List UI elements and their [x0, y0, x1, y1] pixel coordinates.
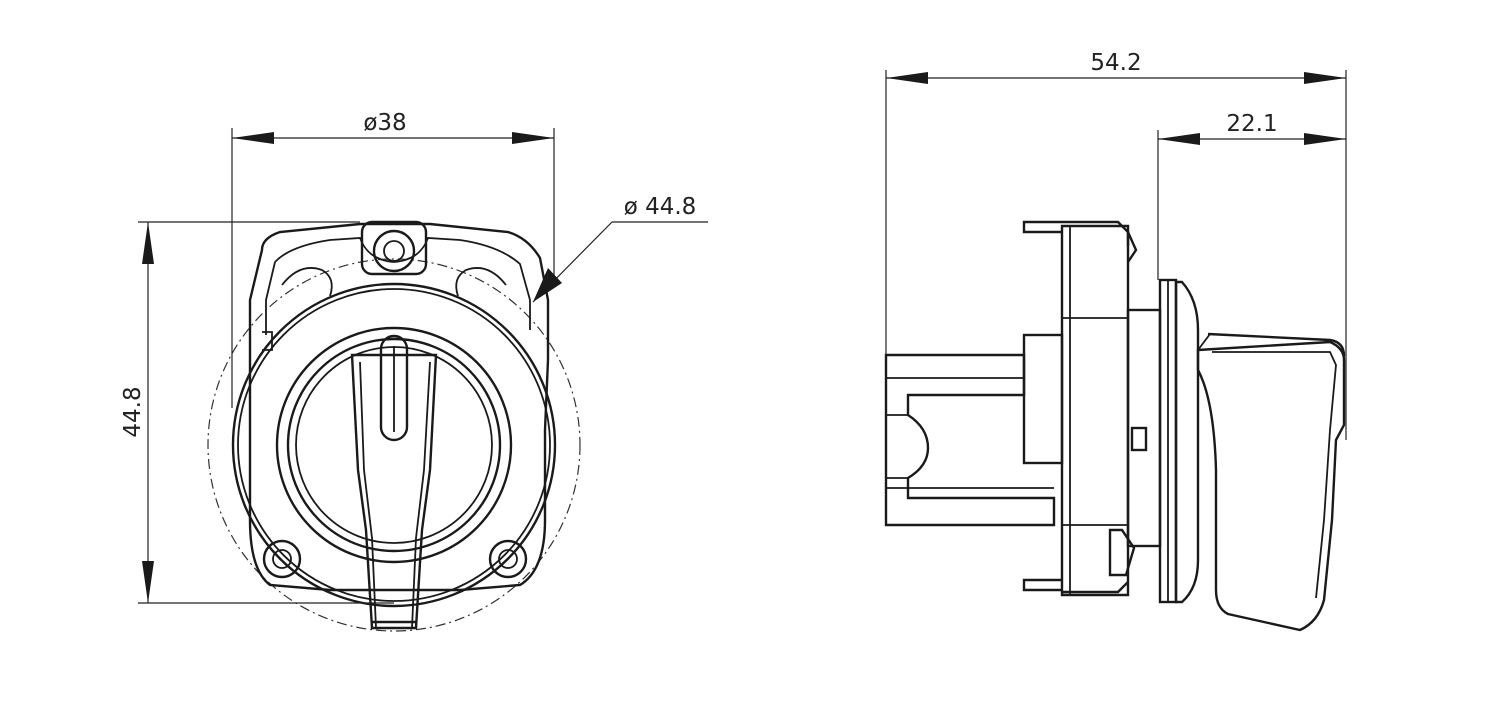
knob-lever	[350, 353, 438, 630]
housing-scallop-right	[455, 267, 507, 297]
overall-length-dimension: 54.2	[1090, 50, 1141, 76]
bottom-lug-left-inner	[272, 549, 292, 569]
width-dimension: ø38	[363, 110, 406, 136]
height-dimension: 44.8	[120, 386, 146, 437]
knob-body	[1196, 340, 1346, 632]
front-bezel	[1174, 280, 1200, 604]
bezel-outer-ring-2	[237, 288, 551, 602]
top-mount-tab-right	[1062, 220, 1130, 246]
depth-dim-arrow-right	[1304, 133, 1346, 145]
knob-indicator-slot	[379, 334, 409, 442]
height-dim-arrow-top	[142, 222, 154, 264]
top-screw-outer	[372, 229, 416, 273]
top-screw-boss	[360, 220, 428, 276]
bottom-lug-right	[488, 539, 528, 579]
width-dim-arrow-right	[512, 132, 554, 144]
front-view: 44.8 ø38 ø 44.8	[120, 110, 708, 632]
connector-stem-nub	[1130, 426, 1148, 452]
knob-top	[1207, 332, 1346, 357]
bottom-lug-right-inner	[498, 549, 518, 569]
length-dim-arrow-right	[1304, 72, 1346, 84]
latch-clip-bottom	[1108, 528, 1136, 577]
knob-face-inner	[1212, 351, 1337, 599]
mounting-housing-inner	[274, 237, 531, 330]
side-view: 54.2 22.1	[884, 50, 1347, 632]
top-mount-tab	[1022, 220, 1062, 234]
height-dim-arrow-bottom	[142, 561, 154, 603]
bottom-mount-tab	[1022, 578, 1062, 592]
front-depth-dimension: 22.1	[1226, 111, 1277, 137]
bottom-lug-left	[262, 539, 302, 579]
diameter-leader-arrow	[533, 268, 562, 302]
outer-diameter-dimension: ø 44.8	[624, 194, 697, 220]
rear-shaft	[884, 353, 1056, 527]
knob-lever-inner-right	[411, 361, 431, 629]
mounting-housing-inner-left	[265, 261, 276, 335]
depth-dim-arrow-left	[1158, 133, 1200, 145]
latch-clip-top	[1126, 231, 1138, 263]
length-dim-arrow-left	[886, 72, 928, 84]
bezel-outer-ring	[231, 282, 557, 608]
mounting-housing	[248, 222, 550, 592]
knob-outer-ring	[286, 337, 502, 553]
top-screw-inner	[383, 240, 405, 262]
housing-scallop-left	[281, 267, 333, 297]
shaft-collar	[1022, 333, 1064, 465]
bottom-mount-tab-right	[1062, 581, 1129, 594]
bezel-inner-ring	[275, 326, 513, 564]
knob-lever-inner-left	[359, 361, 377, 629]
outer-diameter-circle	[207, 258, 581, 632]
main-body	[1060, 224, 1130, 597]
knob-top-edge	[1197, 333, 1211, 351]
width-dim-arrow-left	[232, 132, 274, 144]
